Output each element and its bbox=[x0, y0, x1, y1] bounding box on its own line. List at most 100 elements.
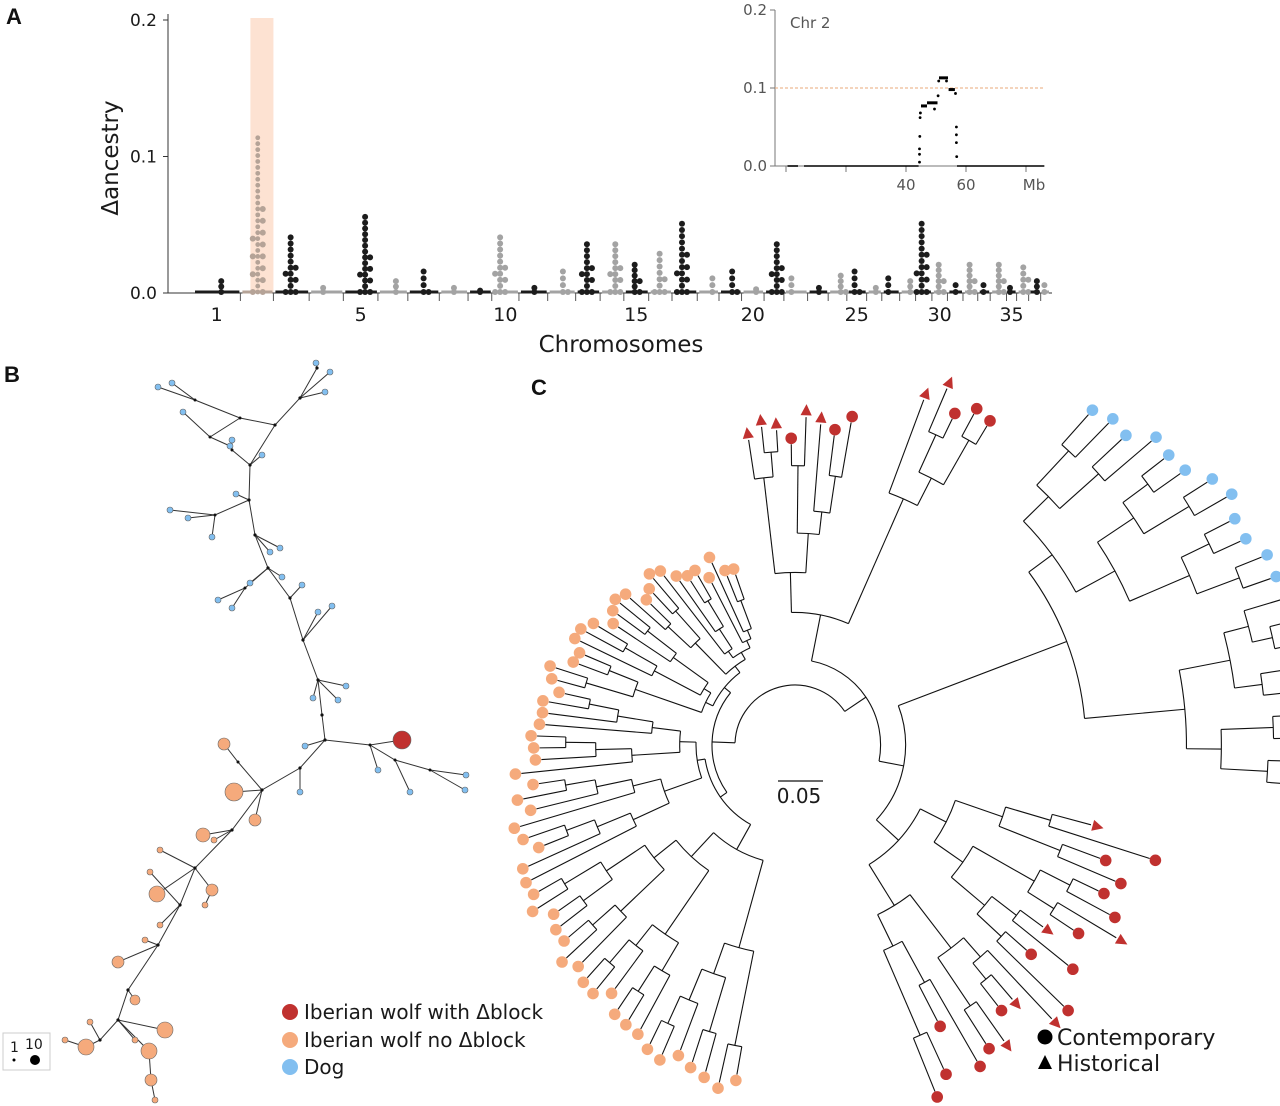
median-vector-node bbox=[193, 866, 197, 870]
contemporary-tip-marker bbox=[1067, 963, 1079, 976]
network-edge bbox=[159, 849, 196, 869]
data-point bbox=[588, 289, 595, 295]
data-point bbox=[995, 272, 1002, 279]
tree-arc bbox=[976, 896, 993, 915]
data-point bbox=[773, 271, 780, 278]
tree-branch bbox=[1204, 520, 1230, 535]
wolf-no-block-haplotype-node bbox=[146, 868, 154, 876]
tree-branch bbox=[912, 1037, 936, 1092]
tree-branch bbox=[713, 942, 726, 974]
inset-data-point bbox=[955, 155, 959, 159]
data-point bbox=[773, 253, 780, 260]
network-edge bbox=[317, 679, 347, 687]
tree-branch bbox=[805, 533, 809, 573]
tree-branch bbox=[1272, 715, 1280, 718]
data-point bbox=[1025, 276, 1032, 283]
tree-branch bbox=[592, 904, 616, 926]
contemporary-tip-marker bbox=[846, 410, 858, 423]
data-point bbox=[531, 284, 538, 291]
data-point bbox=[773, 241, 780, 248]
data-point bbox=[218, 289, 225, 295]
x-tick-label: 15 bbox=[624, 304, 648, 326]
dog-haplotype-node bbox=[334, 696, 342, 704]
data-point bbox=[282, 289, 289, 295]
tree-branch bbox=[972, 845, 1035, 882]
contemporary-tip-marker bbox=[537, 695, 549, 707]
dog-haplotype-node bbox=[208, 533, 216, 541]
dog-haplotype-node bbox=[461, 786, 469, 794]
tree-branch bbox=[718, 628, 733, 649]
data-point bbox=[450, 284, 457, 291]
tree-arc bbox=[1057, 844, 1063, 857]
x-tick-label: 1 bbox=[211, 304, 223, 326]
data-point bbox=[497, 258, 504, 265]
tree-branch bbox=[564, 693, 591, 700]
tree-branch bbox=[1213, 540, 1241, 555]
tree-branch bbox=[548, 712, 617, 723]
data-point bbox=[502, 289, 509, 295]
median-vector-node bbox=[236, 760, 240, 764]
data-point bbox=[935, 289, 942, 295]
dog-haplotype-node bbox=[184, 514, 192, 522]
data-point bbox=[768, 271, 775, 278]
network-edge bbox=[117, 944, 159, 963]
data-point bbox=[357, 289, 364, 295]
tree-branch bbox=[541, 755, 597, 761]
historical-tip-marker bbox=[770, 417, 783, 429]
tree-branch bbox=[581, 916, 627, 963]
tree-arc bbox=[883, 940, 903, 951]
data-point bbox=[709, 275, 716, 282]
median-vector-node bbox=[98, 1038, 102, 1042]
tree-branch bbox=[566, 819, 595, 831]
dog-haplotype-node bbox=[214, 596, 222, 604]
contemporary-tip-marker bbox=[536, 706, 549, 719]
data-point bbox=[255, 159, 261, 164]
tree-branch bbox=[538, 779, 565, 785]
contemporary-tip-marker bbox=[525, 729, 537, 742]
data-point bbox=[259, 241, 266, 248]
data-point bbox=[923, 289, 930, 295]
contemporary-tip-marker bbox=[654, 1054, 666, 1066]
data-point bbox=[678, 289, 685, 295]
x-axis-label: Chromosomes bbox=[539, 332, 704, 358]
median-vector-node bbox=[298, 396, 302, 400]
data-point bbox=[631, 289, 638, 295]
data-point bbox=[583, 283, 590, 290]
tree-branch bbox=[950, 876, 985, 906]
median-vector-node bbox=[230, 828, 234, 832]
contemporary-tip-marker bbox=[1025, 948, 1037, 961]
tree-branch bbox=[972, 962, 987, 980]
data-point bbox=[218, 283, 225, 290]
wolf-no-block-haplotype-node bbox=[195, 827, 211, 843]
tree-arc bbox=[1023, 520, 1077, 593]
data-point bbox=[287, 276, 294, 283]
tree-branch bbox=[1048, 825, 1150, 860]
data-point bbox=[367, 254, 374, 261]
tree-branch bbox=[595, 748, 632, 751]
legend-label-historical: Historical bbox=[1057, 1052, 1160, 1077]
tree-branch bbox=[996, 940, 1065, 1007]
median-vector-node bbox=[208, 435, 212, 439]
contemporary-tip-marker bbox=[684, 1061, 697, 1074]
data-point bbox=[1020, 270, 1027, 277]
contemporary-tip-marker bbox=[520, 876, 532, 889]
tree-branch bbox=[975, 1001, 1005, 1042]
contemporary-tip-marker bbox=[529, 754, 542, 766]
network-edge bbox=[213, 829, 233, 841]
data-point bbox=[259, 289, 266, 295]
contemporary-tip-marker bbox=[567, 656, 580, 668]
data-point bbox=[583, 247, 590, 254]
data-point bbox=[420, 268, 427, 275]
tree-arc bbox=[607, 666, 612, 676]
tree-arc bbox=[560, 878, 569, 890]
data-point bbox=[918, 264, 925, 271]
data-point bbox=[249, 289, 256, 295]
tree-branch bbox=[1072, 878, 1099, 892]
contemporary-tip-marker bbox=[575, 623, 587, 635]
contemporary-tip-marker bbox=[1099, 854, 1112, 867]
legend-marker-wolf-no-block bbox=[282, 1032, 298, 1048]
contemporary-tip-marker bbox=[558, 935, 570, 947]
data-point bbox=[872, 284, 879, 291]
data-point bbox=[631, 283, 638, 290]
dog-haplotype-node bbox=[166, 506, 174, 514]
